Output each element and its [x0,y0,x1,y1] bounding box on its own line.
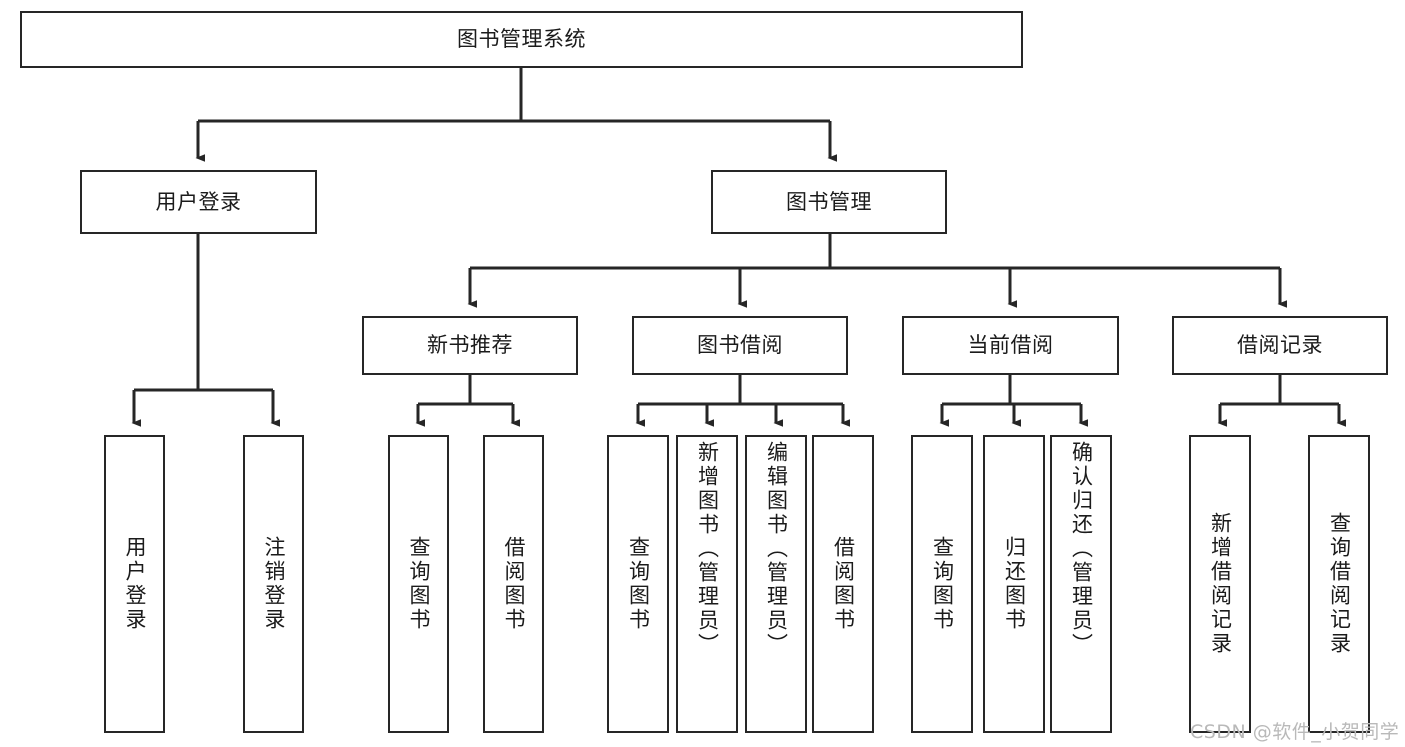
node-book-borrow-label: 图书借阅 [697,333,783,358]
edges-current-borrow-to-leaves [939,375,1088,427]
node-current-borrow[interactable]: 当前借阅 [902,316,1119,375]
edges-book-borrow-to-leaves [635,375,850,427]
node-leaf-query-book-1[interactable]: 查询图书 [388,435,449,733]
node-root-label: 图书管理系统 [457,27,586,52]
node-current-borrow-label: 当前借阅 [967,333,1054,358]
node-user-login[interactable]: 用户登录 [80,170,317,234]
node-leaf-edit-book-label: 编辑图书（管理员） [764,441,789,657]
edges-user-login-to-leaves [131,234,280,427]
node-leaf-edit-book[interactable]: 编辑图书（管理员） [745,435,807,733]
node-leaf-add-record[interactable]: 新增借阅记录 [1189,435,1251,733]
node-leaf-logout-label: 注销登录 [262,536,286,632]
node-book-management[interactable]: 图书管理 [711,170,947,234]
edges-book-management-to-level3 [467,234,1287,308]
node-new-book-recommend[interactable]: 新书推荐 [362,316,578,375]
node-leaf-logout[interactable]: 注销登录 [243,435,304,733]
node-borrow-record-label: 借阅记录 [1237,333,1323,358]
node-leaf-return-book-label: 归还图书 [1002,536,1027,632]
node-leaf-return-book[interactable]: 归还图书 [983,435,1045,733]
node-leaf-borrow-book-1[interactable]: 借阅图书 [483,435,544,733]
node-root-system[interactable]: 图书管理系统 [20,11,1023,68]
node-new-book-recommend-label: 新书推荐 [427,333,513,358]
node-book-management-label: 图书管理 [786,189,872,214]
edges-borrow-record-to-leaves [1217,375,1346,427]
node-leaf-user-login-label: 用户登录 [123,536,147,632]
node-leaf-user-login[interactable]: 用户登录 [104,435,165,733]
node-leaf-confirm-return[interactable]: 确认归还（管理员） [1050,435,1112,733]
node-leaf-query-book-2[interactable]: 查询图书 [607,435,669,733]
node-leaf-borrow-book-1-label: 借阅图书 [502,536,526,632]
node-leaf-query-record-label: 查询借阅记录 [1327,512,1352,656]
node-user-login-label: 用户登录 [155,189,242,214]
csdn-watermark: CSDN @软件_小贺同学 [1190,721,1400,743]
node-leaf-add-book-label: 新增图书（管理员） [695,441,720,657]
node-leaf-query-book-2-label: 查询图书 [626,536,651,632]
node-leaf-query-book-3[interactable]: 查询图书 [911,435,973,733]
edges-root-to-level2 [195,68,837,162]
node-leaf-add-record-label: 新增借阅记录 [1208,512,1233,656]
node-leaf-query-book-1-label: 查询图书 [407,536,431,632]
node-leaf-add-book[interactable]: 新增图书（管理员） [676,435,738,733]
node-leaf-borrow-book-2-label: 借阅图书 [831,536,856,632]
edges-new-book-recommend-to-leaves [415,375,520,427]
node-borrow-record[interactable]: 借阅记录 [1172,316,1388,375]
node-leaf-borrow-book-2[interactable]: 借阅图书 [812,435,874,733]
node-leaf-confirm-return-label: 确认归还（管理员） [1069,441,1094,657]
node-leaf-query-book-3-label: 查询图书 [930,536,955,632]
node-book-borrow[interactable]: 图书借阅 [632,316,848,375]
node-leaf-query-record[interactable]: 查询借阅记录 [1308,435,1370,733]
